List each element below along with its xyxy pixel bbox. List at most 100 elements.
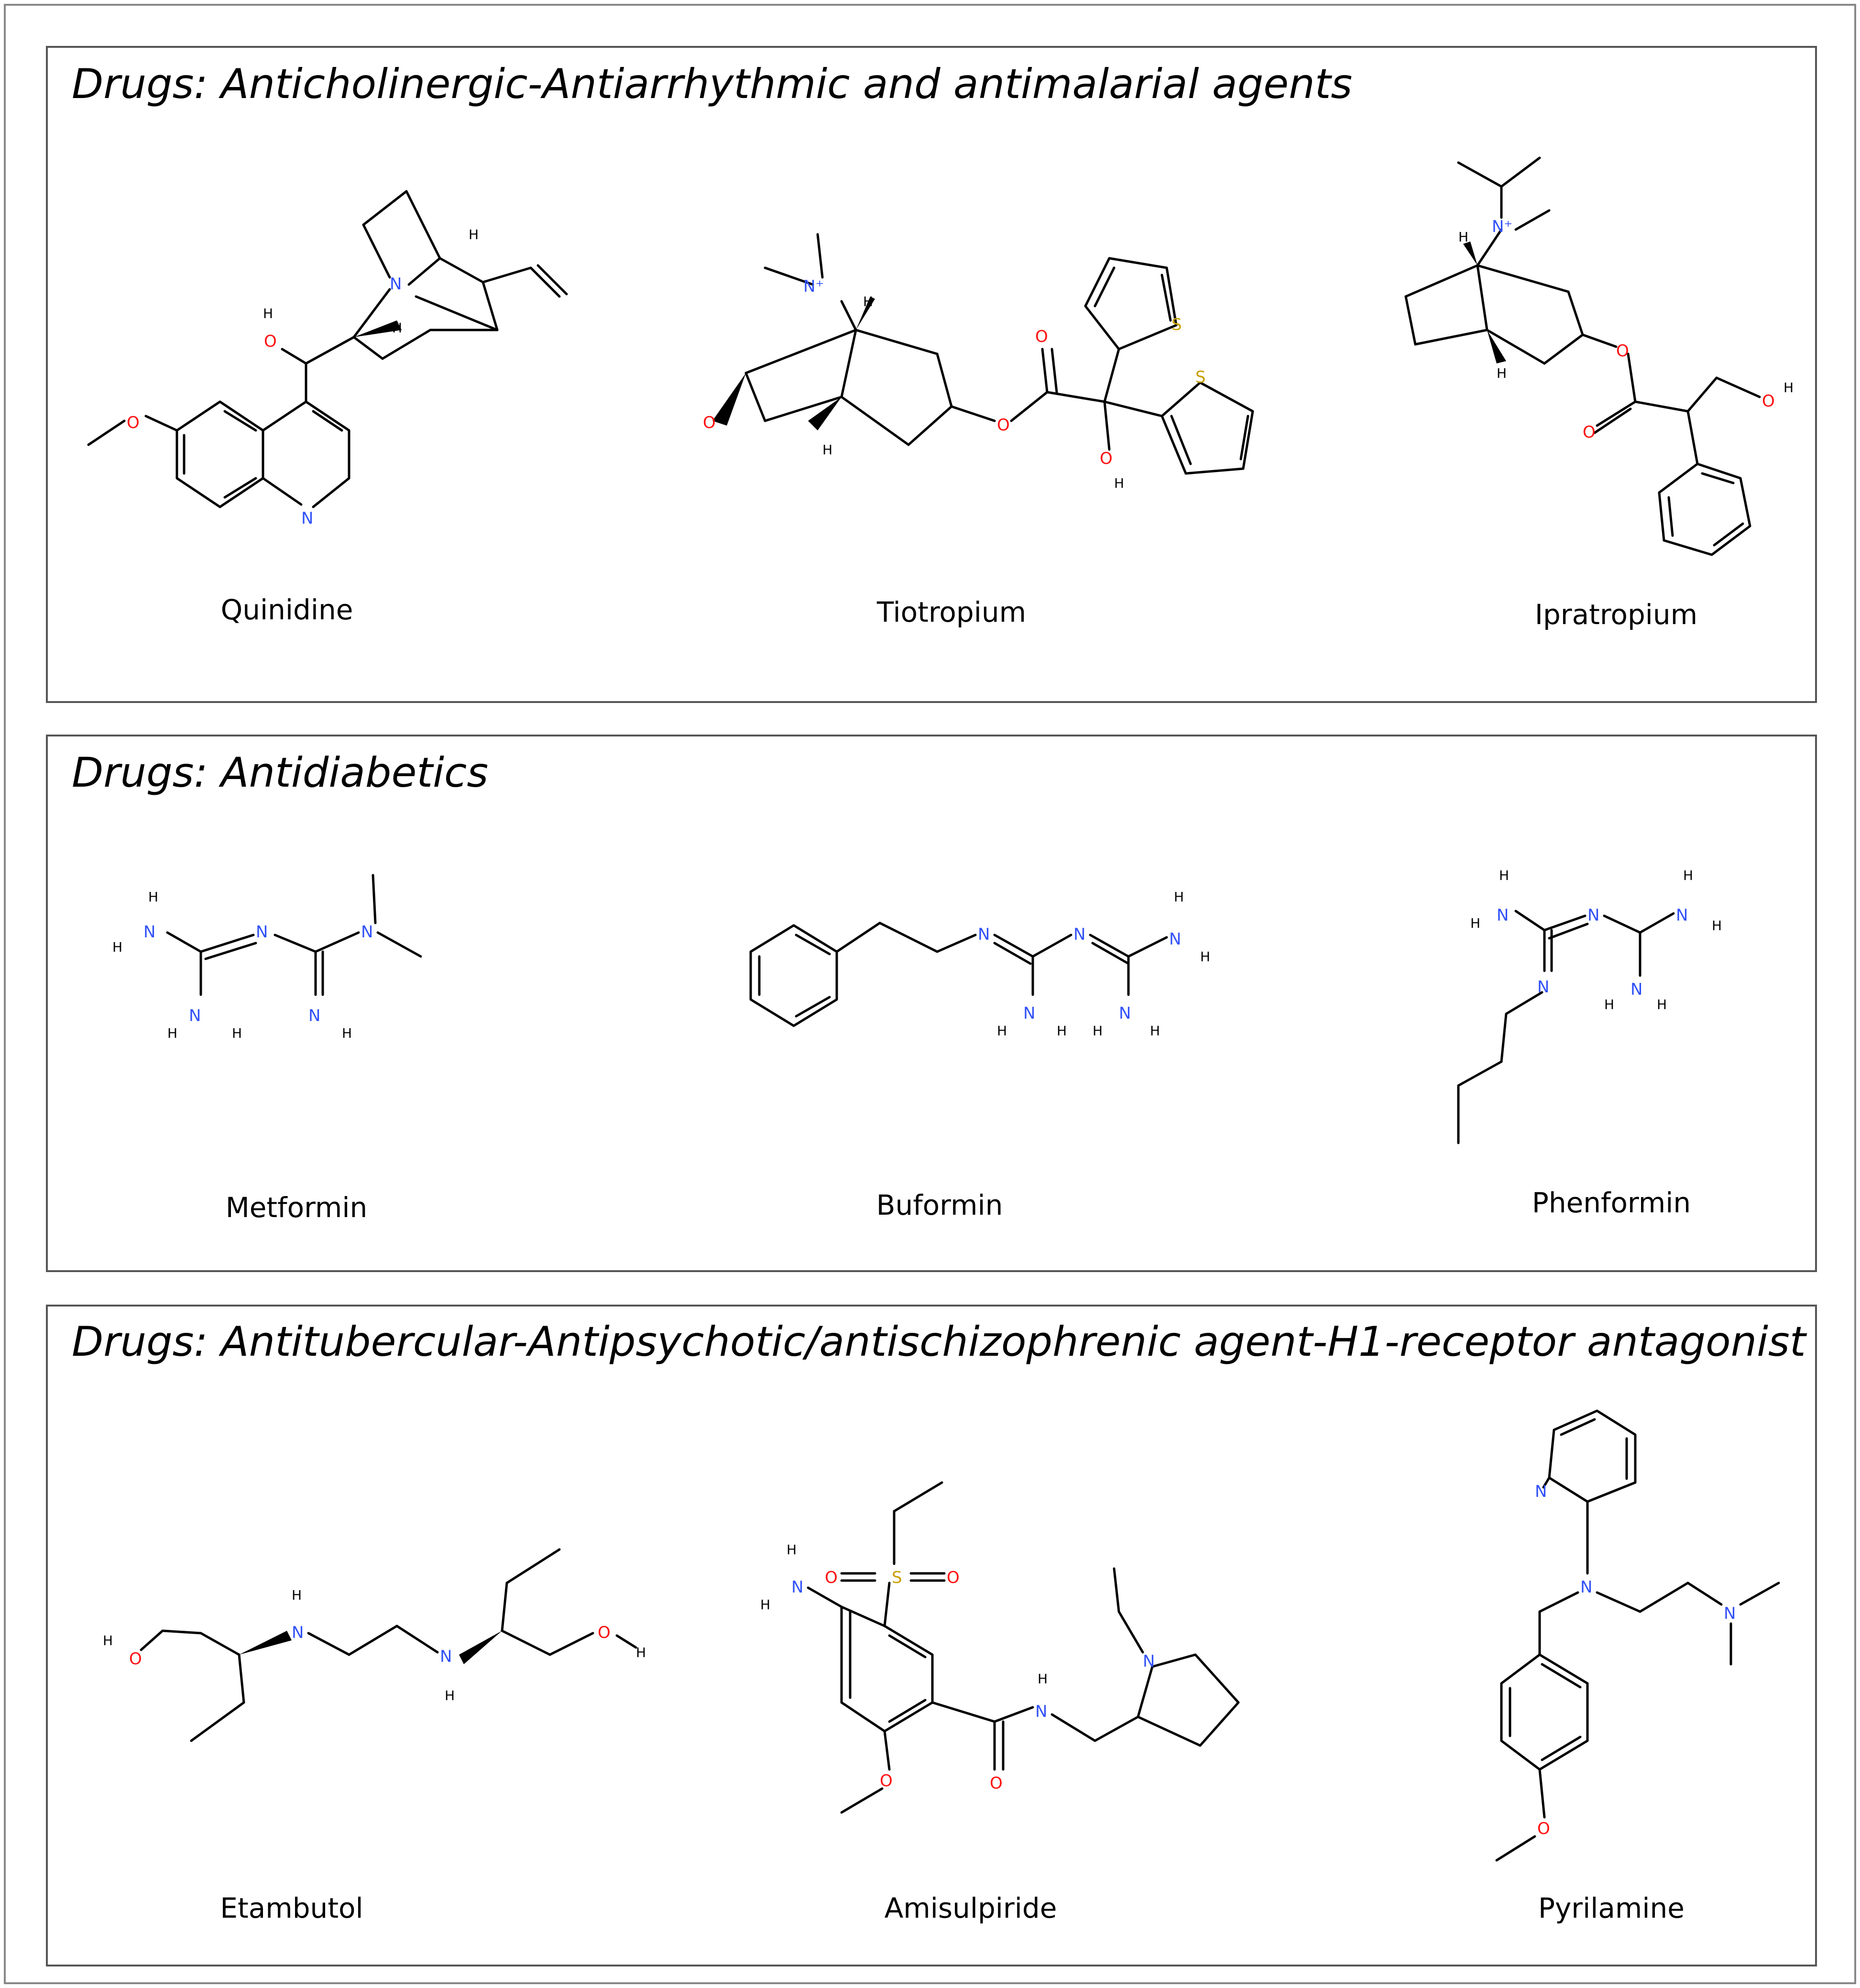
hydrogen-atom: H [1150, 1023, 1160, 1039]
hydrogen-atom: H [1604, 997, 1614, 1012]
nitrogen-atom: N [189, 1006, 201, 1025]
pyrilamine-structure: N N N O [1495, 1409, 1780, 1862]
hydrogen-atom: H [1712, 918, 1722, 934]
oxygen-atom: O [825, 1568, 838, 1587]
drug-name-buformin: Buformin [876, 1189, 1003, 1221]
oxygen-atom: O [880, 1771, 893, 1790]
panel-frame [46, 735, 1817, 1272]
hydrogen-atom: H [148, 889, 158, 905]
oxygen-atom: O [1583, 423, 1596, 442]
hydrogen-atom: H [469, 227, 479, 242]
nitrogen-atom: N⁺ [803, 277, 824, 296]
nitrogen-atom: N [1073, 925, 1085, 944]
hydrogen-atom: H [1657, 997, 1667, 1012]
oxygen-atom: O [129, 1649, 142, 1669]
nitrogen-atom: N [1630, 980, 1642, 999]
nitrogen-atom: N [1035, 1702, 1047, 1721]
hydrogen-atom: H [1174, 889, 1184, 905]
panel-title: Drugs: Antidiabetics [72, 749, 488, 797]
drug-name-amisulpiride: Amisulpiride [885, 1892, 1057, 1924]
nitrogen-atom: N [292, 1623, 304, 1642]
hydrogen-atom: H [167, 1025, 177, 1041]
hydrogen-atom: H [292, 1587, 302, 1603]
nitrogen-atom: N [440, 1647, 452, 1666]
drug-name-metformin: Metformin [226, 1191, 368, 1224]
nitrogen-atom: N [1169, 930, 1181, 949]
hydrogen-atom: H [1458, 229, 1468, 245]
nitrogen-atom: N [390, 275, 402, 294]
oxygen-atom: O [997, 416, 1010, 435]
drug-name-etambutol: Etambutol [220, 1892, 363, 1924]
nitrogen-atom: N [301, 509, 313, 528]
panel-title: Drugs: Antitubercular-Antipsychotic/anti… [72, 1318, 1807, 1366]
nitrogen-atom: N [1497, 906, 1509, 925]
nitrogen-atom: N⁺ [1492, 217, 1512, 236]
hydrogen-atom: H [1057, 1023, 1067, 1039]
hydrogen-atom: H [1114, 475, 1124, 491]
oxygen-atom: O [1616, 341, 1629, 361]
oxygen-atom: O [1762, 392, 1775, 411]
drug-name-pyrilamine: Pyrilamine [1538, 1892, 1685, 1924]
hydrogen-atom: H [392, 320, 402, 336]
drug-name-ipratropium: Ipratropium [1535, 598, 1697, 631]
hydrogen-atom: H [1038, 1671, 1048, 1687]
nitrogen-atom: N [1676, 906, 1688, 925]
nitrogen-atom: N [361, 923, 373, 942]
hydrogen-atom: H [822, 442, 832, 458]
hydrogen-atom: H [1200, 949, 1210, 965]
hydrogen-atom: H [863, 294, 873, 309]
panel-antitubercular: Drugs: Antitubercular-Antipsychotic/anti… [46, 1305, 1817, 1966]
hydrogen-atom: H [636, 1645, 646, 1660]
oxygen-atom: O [264, 332, 277, 351]
hydrogen-atom: H [342, 1025, 352, 1041]
sulfur-atom: S [1171, 315, 1182, 334]
metformin-structure: N N N N N H H H H H [112, 874, 422, 1041]
nitrogen-atom: N [1580, 1578, 1592, 1597]
hydrogen-atom: H [787, 1542, 797, 1558]
nitrogen-atom: N [1587, 906, 1599, 925]
oxygen-atom: O [1537, 1819, 1550, 1838]
nitrogen-atom: N [308, 1006, 320, 1025]
hydrogen-atom: H [1683, 868, 1693, 883]
nitrogen-atom: N [791, 1578, 803, 1597]
panel-title: Drugs: Anticholinergic-Antiarrhythmic an… [72, 60, 1352, 108]
sulfur-atom: S [1195, 368, 1206, 387]
hydrogen-atom: H [760, 1597, 770, 1613]
etambutol-structure: N N O O H H H H [103, 1548, 646, 1742]
oxygen-atom: O [703, 413, 716, 432]
oxygen-atom: O [990, 1774, 1003, 1793]
nitrogen-atom: N [1143, 1652, 1155, 1671]
oxygen-atom: O [127, 413, 140, 432]
hydrogen-atom: H [997, 1023, 1007, 1039]
tiotropium-structure: N⁺ O O O O S S H H H [703, 233, 1254, 491]
nitrogen-atom: N [1537, 978, 1549, 997]
amisulpiride-structure: S O O O O N N N H H H [760, 1481, 1240, 1814]
nitrogen-atom: N [1023, 1004, 1035, 1023]
quinidine-structure: N N O O H H H [87, 190, 568, 528]
oxygen-atom: O [947, 1568, 960, 1587]
hydrogen-atom: H [1783, 380, 1794, 395]
oxygen-atom: O [1035, 327, 1048, 346]
ipratropium-structure: N⁺ O O O H H H [1404, 156, 1794, 556]
oxygen-atom: O [598, 1623, 611, 1642]
nitrogen-atom: N [978, 925, 990, 944]
panel-frame [46, 46, 1817, 703]
nitrogen-atom: N [1119, 1004, 1131, 1023]
sulfur-atom: S [892, 1568, 902, 1587]
nitrogen-atom: N [143, 923, 155, 942]
hydrogen-atom: H [1499, 868, 1509, 883]
hydrogen-atom: H [112, 939, 122, 955]
hydrogen-atom: H [232, 1025, 242, 1041]
panel-antidiabetics: Drugs: Antidiabetics N N N N N H H H [46, 735, 1817, 1272]
hydrogen-atom: H [1093, 1023, 1103, 1039]
hydrogen-atom: H [103, 1633, 113, 1648]
hydrogen-atom: H [263, 306, 273, 321]
hydrogen-atom: H [1470, 915, 1480, 931]
drug-name-phenformin: Phenformin [1532, 1186, 1691, 1219]
outer-frame [4, 4, 1856, 1984]
hydrogen-atom: H [445, 1688, 455, 1703]
panel-frame [46, 1305, 1817, 1966]
oxygen-atom: O [1100, 449, 1113, 468]
panel-anticholinergic: Drugs: Anticholinergic-Antiarrhythmic an… [46, 46, 1817, 703]
